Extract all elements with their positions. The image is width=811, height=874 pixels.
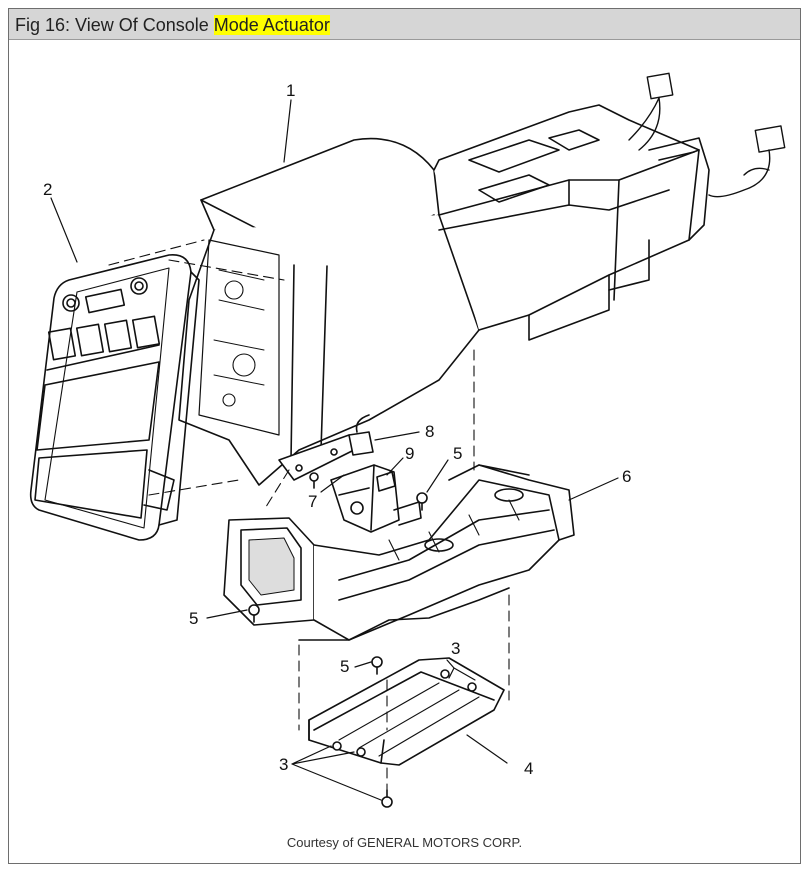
callout-5c: 5 <box>340 657 349 676</box>
wiring-harness <box>628 72 786 198</box>
callout-labels: 1 2 3 3 4 5 5 5 6 7 8 9 <box>43 81 631 778</box>
figure-title-bar: Fig 16: View Of Console Mode Actuator <box>9 9 800 40</box>
console-exploded-diagram: 1 2 3 3 4 5 5 5 6 7 8 9 <box>29 72 786 808</box>
callout-8: 8 <box>425 422 434 441</box>
callout-1: 1 <box>286 81 295 100</box>
screw-3d <box>356 747 366 757</box>
screw-3a <box>440 669 450 679</box>
figure-title-highlight: Mode Actuator <box>213 15 330 35</box>
callout-4: 4 <box>524 759 533 778</box>
air-duct <box>223 464 575 641</box>
figure-credit: Courtesy of GENERAL MOTORS CORP. <box>286 835 523 850</box>
callout-9: 9 <box>405 444 414 463</box>
figure-title-prefix: Fig 16: View Of Console <box>15 15 214 35</box>
screws <box>248 492 477 808</box>
callout-6: 6 <box>622 467 631 486</box>
callout-3b: 3 <box>279 755 288 774</box>
console-housing <box>178 104 710 486</box>
callout-2: 2 <box>43 180 52 199</box>
screw-5c <box>371 656 383 675</box>
screw-5a <box>248 604 260 623</box>
screw-3e <box>381 789 393 808</box>
callout-3a: 3 <box>451 639 460 658</box>
actuator-connector <box>348 414 374 456</box>
leader-lines <box>50 99 619 801</box>
figure-frame: Fig 16: View Of Console Mode Actuator <box>8 8 801 864</box>
rear-control-bezel <box>29 254 200 541</box>
screw-5b <box>416 492 428 511</box>
callout-5a: 5 <box>189 609 198 628</box>
alignment-lines <box>108 239 510 791</box>
screw-3c <box>332 741 342 751</box>
fastener-7 <box>309 472 319 489</box>
figure-title: Fig 16: View Of Console Mode Actuator <box>15 15 330 36</box>
callout-7: 7 <box>308 492 317 511</box>
screw-3b <box>467 682 477 692</box>
callout-5b: 5 <box>453 444 462 463</box>
mode-actuator <box>330 464 422 533</box>
